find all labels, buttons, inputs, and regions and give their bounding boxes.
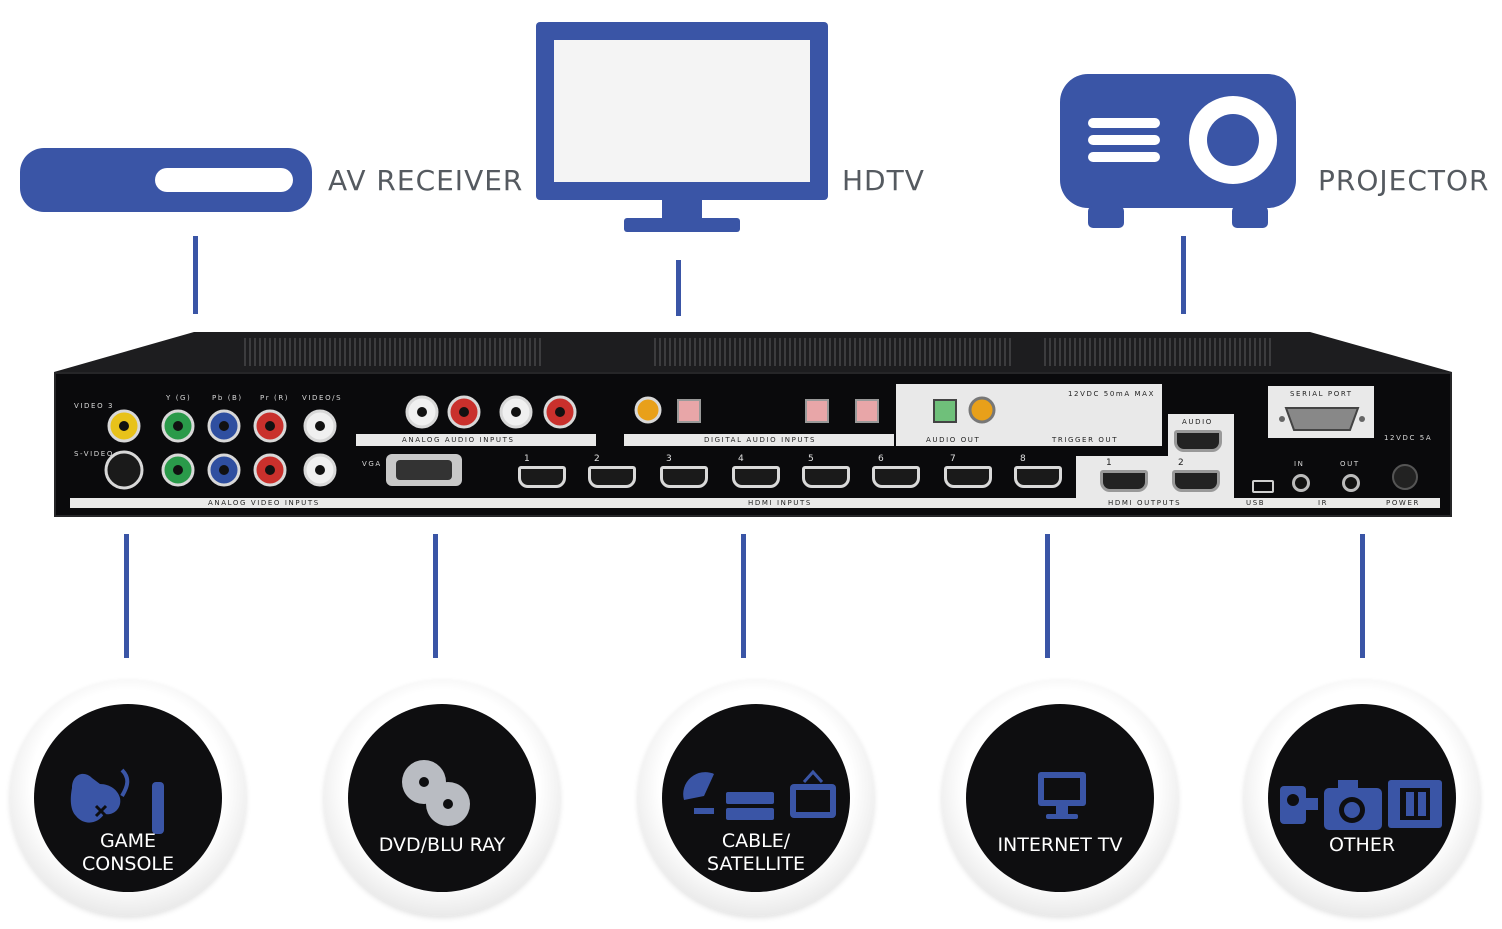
hdmi-input-number-5: 5: [808, 454, 814, 464]
hdmi-switcher-rear-panel: VIDEO 3 S-VIDEO Y (G) Pb (B) Pr (R) VIDE…: [54, 332, 1452, 517]
av-receiver-icon: [20, 148, 312, 212]
source-other: OTHER: [1244, 680, 1480, 916]
source-cable-satellite-disc: CABLE/ SATELLITE: [662, 704, 850, 892]
source-dvd-bluray: DVD/BLU RAY: [324, 680, 560, 916]
hdmi-input-number-8: 8: [1020, 454, 1026, 464]
connector-line-internet-tv: [1045, 534, 1050, 658]
bottom-label-strip: [70, 498, 1440, 508]
power-jack: [1392, 464, 1418, 490]
source-internet-tv-disc: INTERNET TV: [966, 704, 1154, 892]
source-game-console: GAME CONSOLE: [10, 680, 246, 916]
audio-out-label: AUDIO OUT: [926, 436, 981, 444]
hdmi-input-port-8: [1014, 466, 1062, 488]
hdmi-input-number-6: 6: [878, 454, 884, 464]
source-internet-tv-label: INTERNET TV: [997, 834, 1123, 856]
usb-label: USB: [1246, 499, 1266, 507]
vga-label: VGA: [362, 460, 382, 468]
camera-film-icon: [1280, 780, 1442, 830]
hdmi-input-port-3: [660, 466, 708, 488]
hdmi-input-number-4: 4: [738, 454, 744, 464]
av-receiver-label: AV RECEIVER: [328, 164, 524, 197]
hdmi-input-number-3: 3: [666, 454, 672, 464]
connector-line-hdtv: [676, 260, 681, 316]
analog-audio-label-box: [356, 434, 596, 446]
source-cable-satellite: CABLE/ SATELLITE: [638, 680, 874, 916]
connector-line-av-receiver: [193, 236, 198, 314]
connector-line-other: [1360, 534, 1365, 658]
ir-label: IR: [1318, 499, 1329, 507]
source-dvd-bluray-disc: DVD/BLU RAY: [348, 704, 536, 892]
hdmi-input-number-2: 2: [594, 454, 600, 464]
trigger-box: [1022, 384, 1162, 446]
connector-line-game-console: [124, 534, 129, 658]
analog-video-inputs-label: ANALOG VIDEO INPUTS: [208, 499, 320, 507]
hdtv-label: HDTV: [842, 164, 925, 197]
device-back-panel: VIDEO 3 S-VIDEO Y (G) Pb (B) Pr (R) VIDE…: [54, 372, 1452, 517]
hdmi-output-port-1: [1100, 470, 1148, 492]
ir-out-label: OUT: [1340, 460, 1360, 468]
source-game-console-label: GAME CONSOLE: [81, 830, 175, 875]
audio-out-box: [896, 384, 1022, 446]
digital-audio-inputs-label: DIGITAL AUDIO INPUTS: [704, 436, 817, 444]
digital-audio-jacks: [634, 396, 996, 424]
yg-label: Y (G): [166, 394, 192, 402]
trigger-power-label: 12VDC 50mA MAX: [1068, 390, 1155, 398]
hdmi-input-port-7: [944, 466, 992, 488]
power-label: POWER: [1386, 499, 1420, 507]
hdtv-icon: [536, 22, 828, 232]
videos-label: VIDEO/S: [302, 394, 343, 402]
pb-label: Pb (B): [212, 394, 243, 402]
hdmi-audio-port: [1174, 430, 1222, 452]
hdmi-input-port-2: [588, 466, 636, 488]
source-other-label: OTHER: [1328, 834, 1396, 856]
hdmi-output-port-2: [1172, 470, 1220, 492]
analog-audio-inputs-label: ANALOG AUDIO INPUTS: [402, 436, 515, 444]
hdmi-output-number-1: 1: [1106, 458, 1112, 468]
usb-port: [1252, 480, 1274, 493]
hdmi-input-number-7: 7: [950, 454, 956, 464]
source-internet-tv: INTERNET TV: [942, 680, 1178, 916]
serial-port-connector: [1279, 407, 1365, 431]
power-rating-label: 12VDC 5A: [1384, 434, 1433, 442]
projector-label: PROJECTOR: [1318, 164, 1490, 197]
connector-line-cable: [741, 534, 746, 658]
serial-port-label: SERIAL PORT: [1290, 390, 1353, 398]
ir-in-label: IN: [1294, 460, 1305, 468]
video3-label: VIDEO 3: [74, 402, 115, 410]
pr-label: Pr (R): [260, 394, 290, 402]
audio-label: AUDIO: [1182, 418, 1213, 426]
rca-jacks: [104, 395, 577, 490]
ir-out-jack: [1342, 474, 1360, 492]
game-console-icon: [70, 768, 164, 834]
hdmi-input-port-6: [872, 466, 920, 488]
hdmi-output-number-2: 2: [1178, 458, 1184, 468]
hdmi-inputs-label: HDMI INPUTS: [748, 499, 812, 507]
cable-satellite-icon: [683, 769, 836, 820]
connector-line-dvd: [433, 534, 438, 658]
hdmi-outputs-label: HDMI OUTPUTS: [1108, 499, 1182, 507]
digital-audio-label-box: [624, 434, 894, 446]
device-top-chassis: [54, 332, 1452, 372]
trigger-out-label: TRIGGER OUT: [1052, 436, 1119, 444]
source-game-console-disc: GAME CONSOLE: [34, 704, 222, 892]
source-cable-satellite-label: CABLE/ SATELLITE: [707, 830, 805, 875]
hdmi-input-port-5: [802, 466, 850, 488]
svideo-label: S-VIDEO: [74, 450, 114, 458]
hdmi-input-port-1: [518, 466, 566, 488]
source-dvd-bluray-label: DVD/BLU RAY: [378, 834, 506, 856]
monitor-icon: [1038, 772, 1086, 819]
connector-line-projector: [1181, 236, 1186, 314]
disc-icon: [402, 760, 470, 826]
source-other-disc: OTHER: [1268, 704, 1456, 892]
hdmi-input-number-1: 1: [524, 454, 530, 464]
ir-in-jack: [1292, 474, 1310, 492]
hdmi-input-port-4: [732, 466, 780, 488]
projector-icon: [1060, 74, 1296, 228]
